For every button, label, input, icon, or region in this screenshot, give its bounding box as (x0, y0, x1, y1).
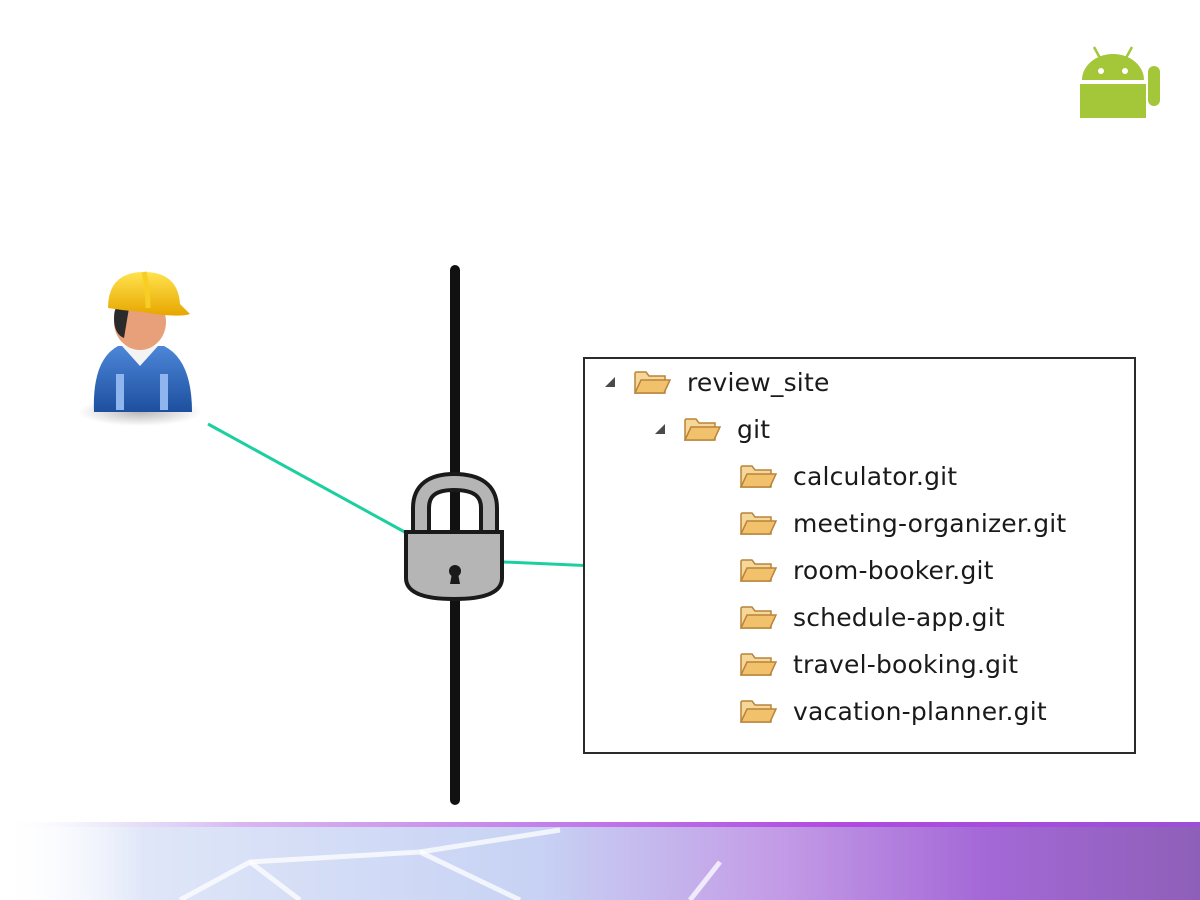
user-to-lock-connector (207, 422, 413, 538)
folder-open-icon (739, 465, 777, 488)
folder-open-icon (739, 512, 777, 535)
folder-open-icon (633, 371, 671, 394)
folder-open-icon (739, 559, 777, 582)
tree-node-label: meeting-organizer.git (793, 508, 1067, 538)
footer-band (0, 822, 1200, 900)
expand-triangle-icon[interactable] (655, 424, 665, 434)
folder-open-icon (683, 418, 721, 441)
tree-node-repo[interactable]: meeting-organizer.git (739, 503, 1066, 543)
tree-node-repo[interactable]: travel-booking.git (739, 644, 1018, 684)
expand-triangle-icon[interactable] (605, 377, 615, 387)
tree-node-review-site[interactable]: review_site (605, 362, 830, 402)
tree-node-repo[interactable]: schedule-app.git (739, 597, 1005, 637)
tree-node-label: travel-booking.git (793, 649, 1019, 679)
tree-node-repo-highlighted[interactable]: room-booker.git (739, 550, 994, 590)
tree-node-repo[interactable]: calculator.git (739, 456, 957, 496)
folder-open-icon (739, 653, 777, 676)
tree-node-git[interactable]: git (655, 409, 770, 449)
tree-node-repo[interactable]: vacation-planner.git (739, 691, 1047, 731)
tree-node-label: git (737, 414, 771, 444)
tree-node-label: room-booker.git (793, 555, 994, 585)
tree-node-label: review_site (687, 367, 830, 397)
folder-open-icon (739, 606, 777, 629)
file-tree-panel: review_site git calculator.git meeting-o… (583, 357, 1136, 754)
worker-icon (78, 271, 202, 426)
tree-node-label: calculator.git (793, 461, 958, 491)
folder-open-icon (739, 700, 777, 723)
tree-node-label: vacation-planner.git (793, 696, 1047, 726)
android-icon (1080, 46, 1160, 118)
padlock-icon (404, 471, 504, 602)
tree-node-label: schedule-app.git (793, 602, 1005, 632)
